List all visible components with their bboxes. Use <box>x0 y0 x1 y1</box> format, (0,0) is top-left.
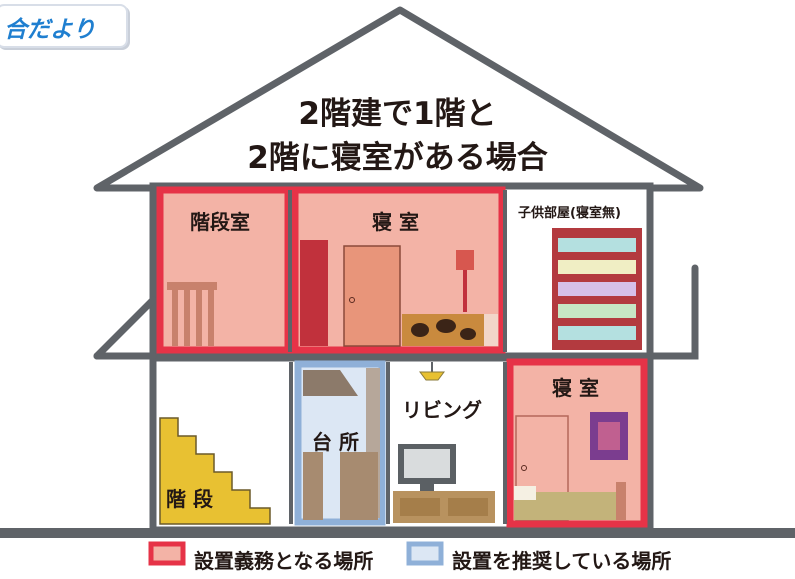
range-hood-icon <box>303 370 358 396</box>
label-stair-room: 階段室 <box>190 210 250 234</box>
tv-stand-icon <box>393 491 495 523</box>
legend-mandatory-swatch <box>148 541 186 566</box>
label-bedroom-lower: 寝 室 <box>552 376 599 400</box>
closet-icon <box>300 240 328 346</box>
bookshelf-icon <box>552 228 642 350</box>
label-kids-room: 子供部屋(寝室無) <box>518 206 621 221</box>
stairs-icon <box>159 417 271 525</box>
label-living: リビング <box>402 398 482 422</box>
lower-bed-icon <box>514 482 626 520</box>
upper-divider-1 <box>288 190 292 352</box>
floor-lamp-icon <box>456 250 474 312</box>
painting-icon <box>590 412 628 460</box>
title-line-2: 2階に寝室がある場合 <box>247 140 548 176</box>
legend-mandatory-label: 設置義務となる場所 <box>194 549 374 573</box>
newsletter-logo: 合だより <box>0 4 128 48</box>
label-bedroom-upper: 寝 室 <box>372 210 419 234</box>
title-line-1: 2階建で1階と <box>298 96 497 132</box>
door-icon <box>343 245 401 347</box>
left-eave <box>93 296 157 360</box>
legend-recommended-label: 設置を推奨している場所 <box>452 549 672 573</box>
upper-divider-2 <box>503 190 507 352</box>
ceiling-light-icon <box>419 362 445 381</box>
door-knob-icon <box>521 465 527 471</box>
right-extension <box>646 264 699 360</box>
bed-icon <box>402 314 498 346</box>
stair-room <box>156 186 292 354</box>
stairs-kitchen-divider <box>289 362 293 524</box>
legend-recommended-swatch <box>406 541 444 566</box>
label-kitchen: 台 所 <box>312 430 359 454</box>
kitchen-counter-icon <box>303 452 378 520</box>
logo-text: 合だより <box>4 17 96 43</box>
stair-railing-icon <box>167 282 217 346</box>
kitchen-living-divider <box>386 362 390 524</box>
lower-divider <box>503 362 507 524</box>
label-stairs: 階 段 <box>166 487 213 511</box>
tv-icon <box>398 444 456 492</box>
